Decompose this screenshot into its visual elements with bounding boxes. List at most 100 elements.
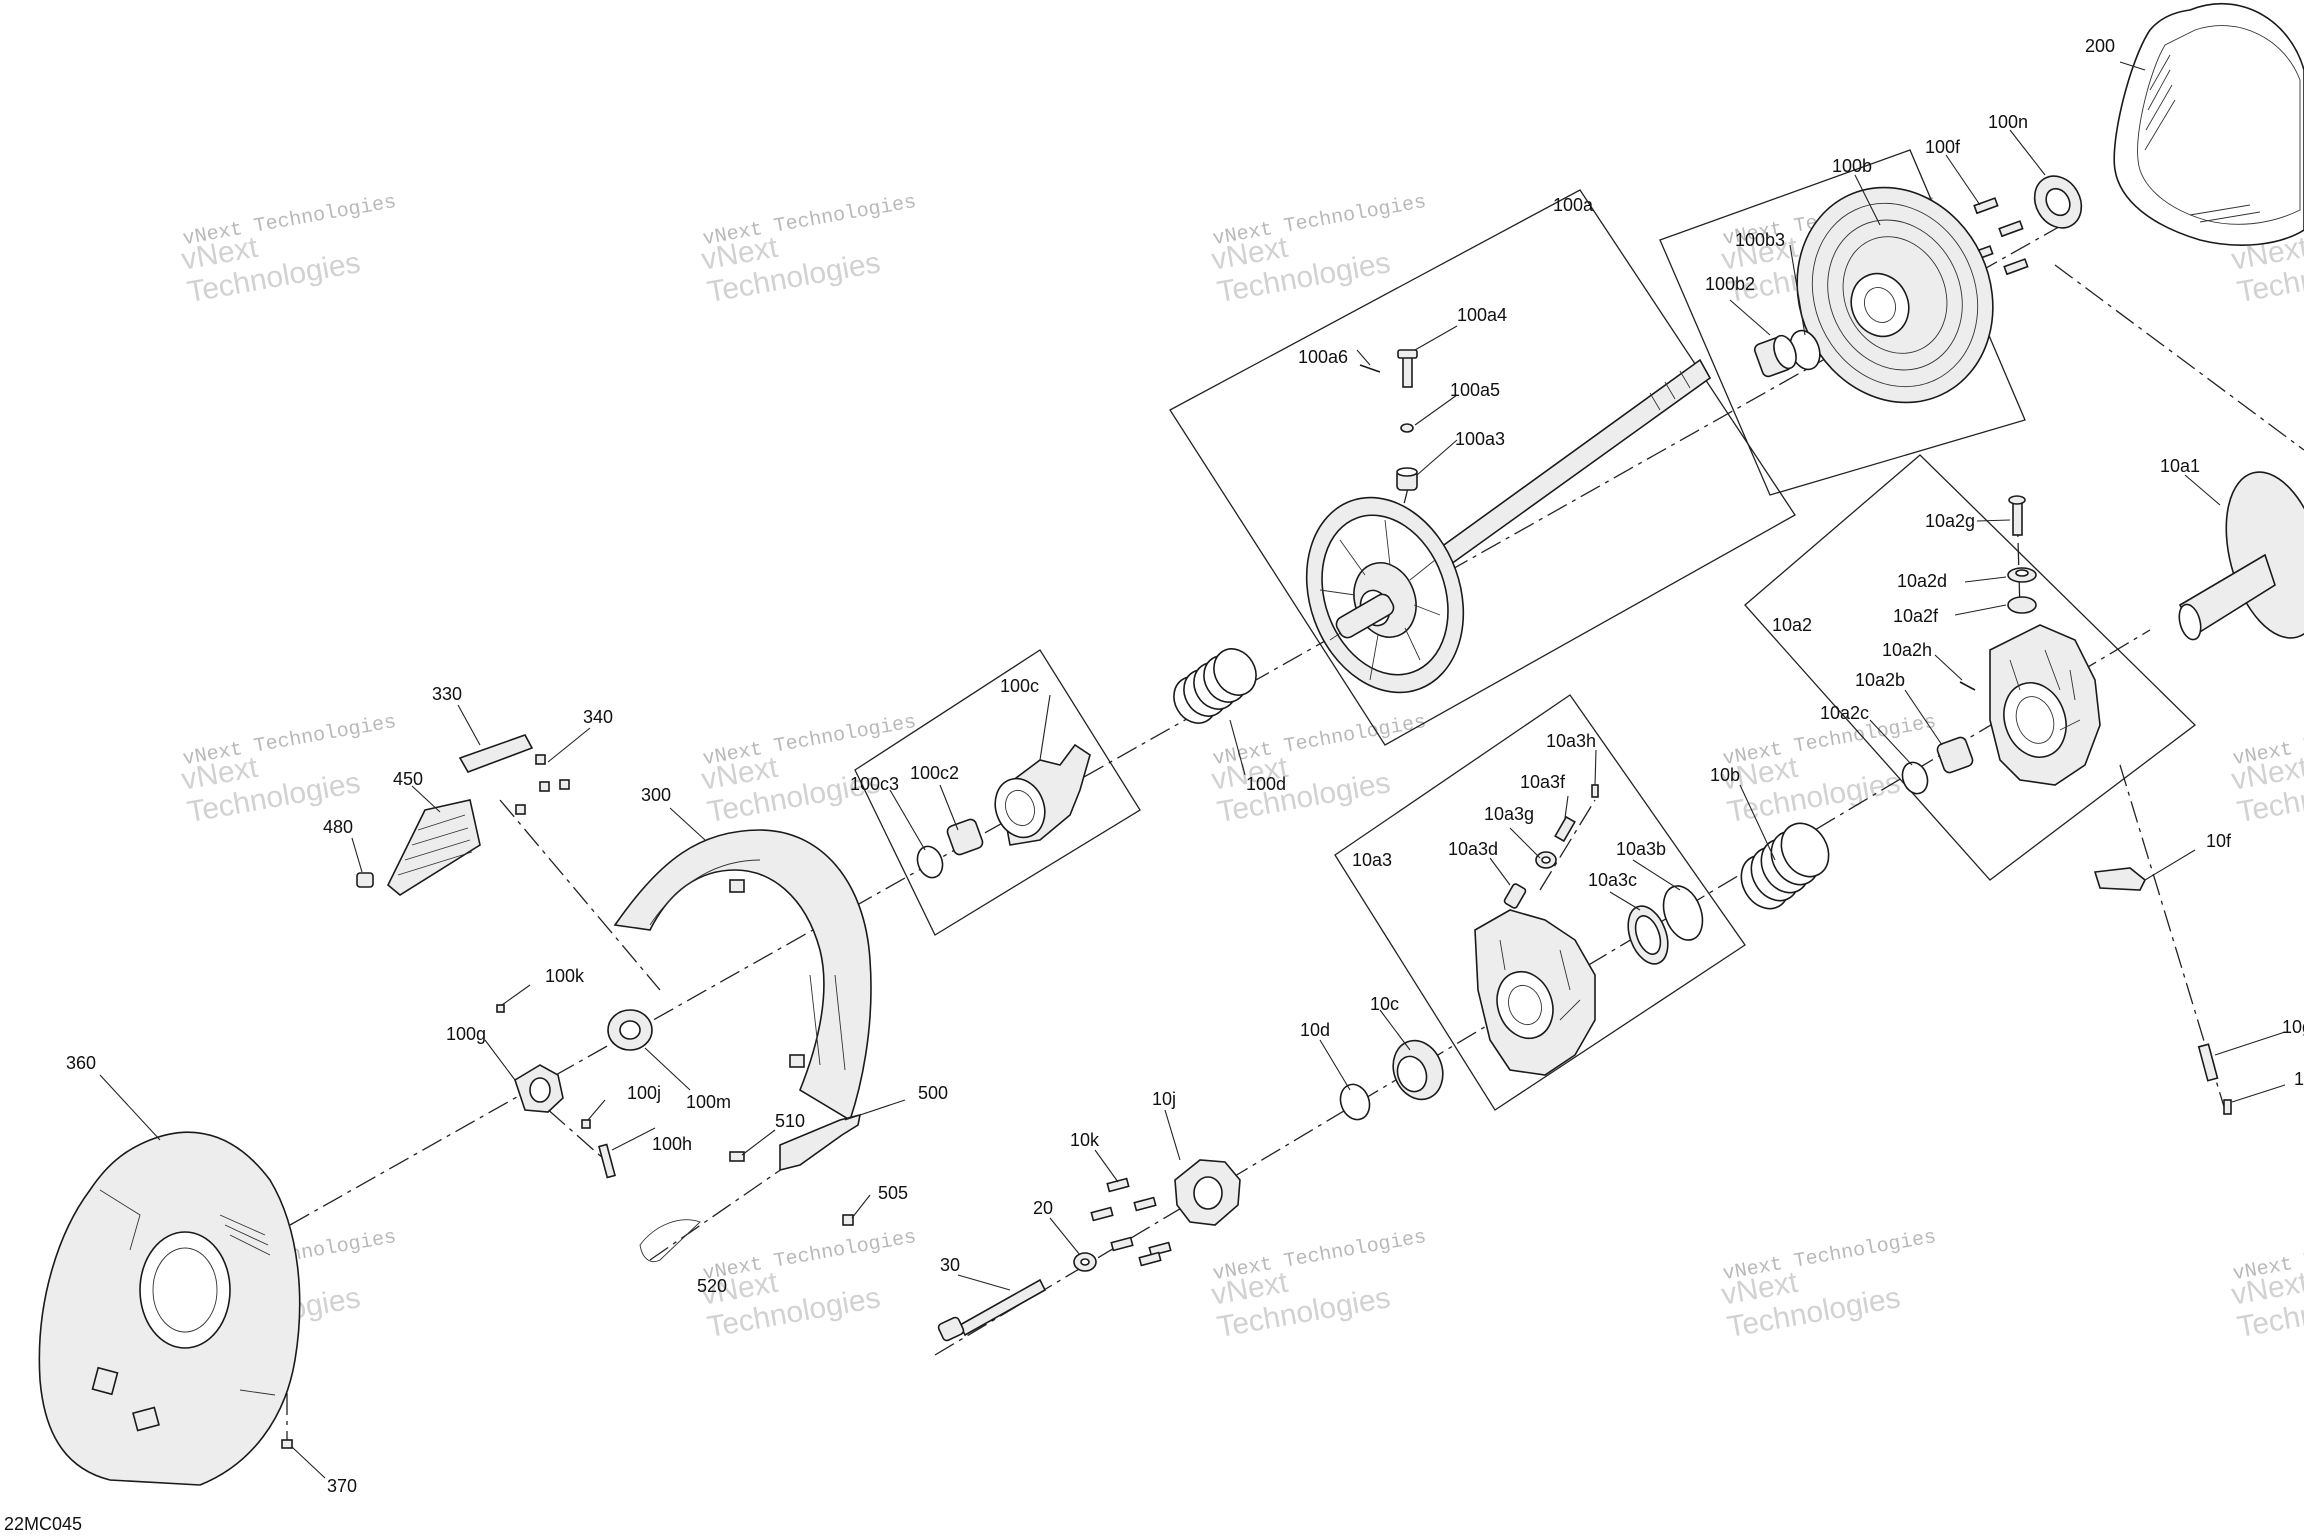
- bolts-10k: [1090, 1177, 1172, 1267]
- callout-10a2g: 10a2g: [1925, 511, 1975, 531]
- callout-10a3d: 10a3d: [1448, 839, 1498, 859]
- watermark: vNextTechnologies vNext Technologies: [699, 711, 918, 829]
- pin-10a3h: [1591, 784, 1599, 798]
- driven-sheave-10a1: [2178, 471, 2304, 641]
- callout-10a2d: 10a2d: [1897, 571, 1947, 591]
- callout-10j: 10j: [1152, 1089, 1176, 1109]
- callout-100a3: 100a3: [1455, 429, 1505, 449]
- group-box-100c: [854, 649, 1141, 936]
- callout-200: 200: [2085, 36, 2115, 56]
- callout-10a3: 10a3: [1352, 850, 1392, 870]
- washer-100m: [607, 1009, 653, 1051]
- callout-1: 1: [2294, 1069, 2304, 1089]
- watermark: vNextTechnologies vNext Technologies: [1209, 191, 1428, 309]
- callout-10a2f: 10a2f: [1893, 606, 1939, 626]
- callout-100a: 100a: [1553, 195, 1594, 215]
- ring-10a3b: [1662, 885, 1704, 941]
- callout-labels: 200 100n 100f 100b 100b3 100b2 100a 100a…: [66, 36, 2304, 1496]
- callout-10k: 10k: [1070, 1130, 1100, 1150]
- cap-10j: [1174, 1159, 1241, 1226]
- grille-450: [387, 799, 481, 896]
- callout-500: 500: [918, 1083, 948, 1103]
- watermark: vNextTechnologies vNext Technologies: [1719, 1226, 1938, 1344]
- callout-340: 340: [583, 707, 613, 727]
- callout-10a3b: 10a3b: [1616, 839, 1666, 859]
- callout-330: 330: [432, 684, 462, 704]
- ring-10d: [1339, 1083, 1371, 1121]
- callout-100k: 100k: [545, 966, 585, 986]
- roller-hardware-100a: [1359, 349, 1418, 491]
- washer-20: [1073, 1252, 1097, 1272]
- ring-100c3: [916, 845, 944, 879]
- watermark-layer: vNextTechnologies vNext Technologies vNe…: [179, 191, 2304, 1344]
- watermark-small: vNext Technologies: [1211, 1226, 1428, 1286]
- callout-100c: 100c: [1000, 676, 1039, 696]
- callout-10a2b: 10a2b: [1855, 670, 1905, 690]
- watermark: vNextTechnologies vNext Technologies: [179, 711, 398, 829]
- watermark: vNextTechnologies vNext Technologies: [2229, 711, 2304, 829]
- axis-10f: [2119, 764, 2226, 1111]
- callout-10a3c: 10a3c: [1588, 870, 1637, 890]
- drive-belt-200: [2113, 2, 2304, 246]
- callout-10a2c: 10a2c: [1820, 703, 1869, 723]
- watermark-small: vNext Technologies: [701, 711, 918, 771]
- callout-100n: 100n: [1988, 112, 2028, 132]
- watermark: vNextTechnologies vNext Technologies: [1209, 711, 1428, 829]
- watermark-small: vNext Technologies: [181, 711, 398, 771]
- bushing-100c2: [946, 818, 984, 856]
- callout-100h: 100h: [652, 1134, 692, 1154]
- axis-10a3: [1539, 799, 1596, 891]
- watermark: vNextTechnologies vNext Technologies: [1209, 1226, 1428, 1344]
- bearing-100n: [2033, 175, 2083, 229]
- guard-360: [38, 1131, 301, 1486]
- callout-100f: 100f: [1925, 137, 1961, 157]
- spring-10b: [1740, 822, 1830, 910]
- bushings-100b: [1753, 329, 1821, 378]
- ring-10a2c: [1901, 761, 1929, 795]
- callout-520: 520: [697, 1276, 727, 1296]
- main-axis: [289, 214, 2081, 1226]
- callout-10a2: 10a2: [1772, 615, 1812, 635]
- watermark-small: vNext Technologies: [701, 191, 918, 251]
- callout-510: 510: [775, 1111, 805, 1131]
- washer-100j: [581, 1119, 591, 1129]
- callout-10a1: 10a1: [2160, 456, 2200, 476]
- callout-100c3: 100c3: [850, 774, 899, 794]
- callout-100j: 100j: [627, 1083, 661, 1103]
- clip-520: [639, 1219, 701, 1263]
- watermark-small: vNext Technologies: [181, 191, 398, 251]
- callout-100a4: 100a4: [1457, 305, 1507, 325]
- pin-100a6: [1359, 364, 1381, 373]
- bolt-100h: [598, 1143, 616, 1179]
- bearing-10c: [1339, 1039, 1444, 1121]
- watermark-small: vNext Technologies: [1721, 1226, 1938, 1286]
- watermark: vNextTechnologies vNext Technologies: [179, 191, 398, 309]
- callout-10a2h: 10a2h: [1882, 640, 1932, 660]
- bushing-10a2b: [1901, 736, 1974, 795]
- nuts-340: [515, 754, 570, 815]
- watermark-small: vNext Technologies: [1211, 711, 1428, 771]
- bolt-10a2g: [2012, 499, 2023, 536]
- callout-10b: 10b: [1710, 765, 1740, 785]
- bracket-500: [779, 1113, 862, 1172]
- washer-100a5: [1400, 423, 1414, 433]
- callout-10g: 10g: [2282, 1017, 2304, 1037]
- parts-10g-1: [2197, 1043, 2232, 1115]
- callout-505: 505: [878, 1183, 908, 1203]
- slider-10f: [2093, 867, 2147, 891]
- callout-100a6: 100a6: [1298, 347, 1348, 367]
- spring-100d: [1173, 648, 1257, 724]
- callout-100b3: 100b3: [1735, 230, 1785, 250]
- group-box-100b: [1659, 149, 2026, 496]
- bolt-30: [937, 1278, 1047, 1342]
- hardware-10a2: [1959, 495, 2037, 691]
- bolt-480: [356, 872, 374, 888]
- nut-100k: [496, 1004, 505, 1013]
- bracket-330: [458, 734, 534, 773]
- callout-20: 20: [1033, 1198, 1053, 1218]
- callout-300: 300: [641, 785, 671, 805]
- callout-10f: 10f: [2206, 831, 2232, 851]
- pin-10a3f: [1554, 815, 1576, 843]
- watermark-small: vNext Technologies: [701, 1226, 918, 1286]
